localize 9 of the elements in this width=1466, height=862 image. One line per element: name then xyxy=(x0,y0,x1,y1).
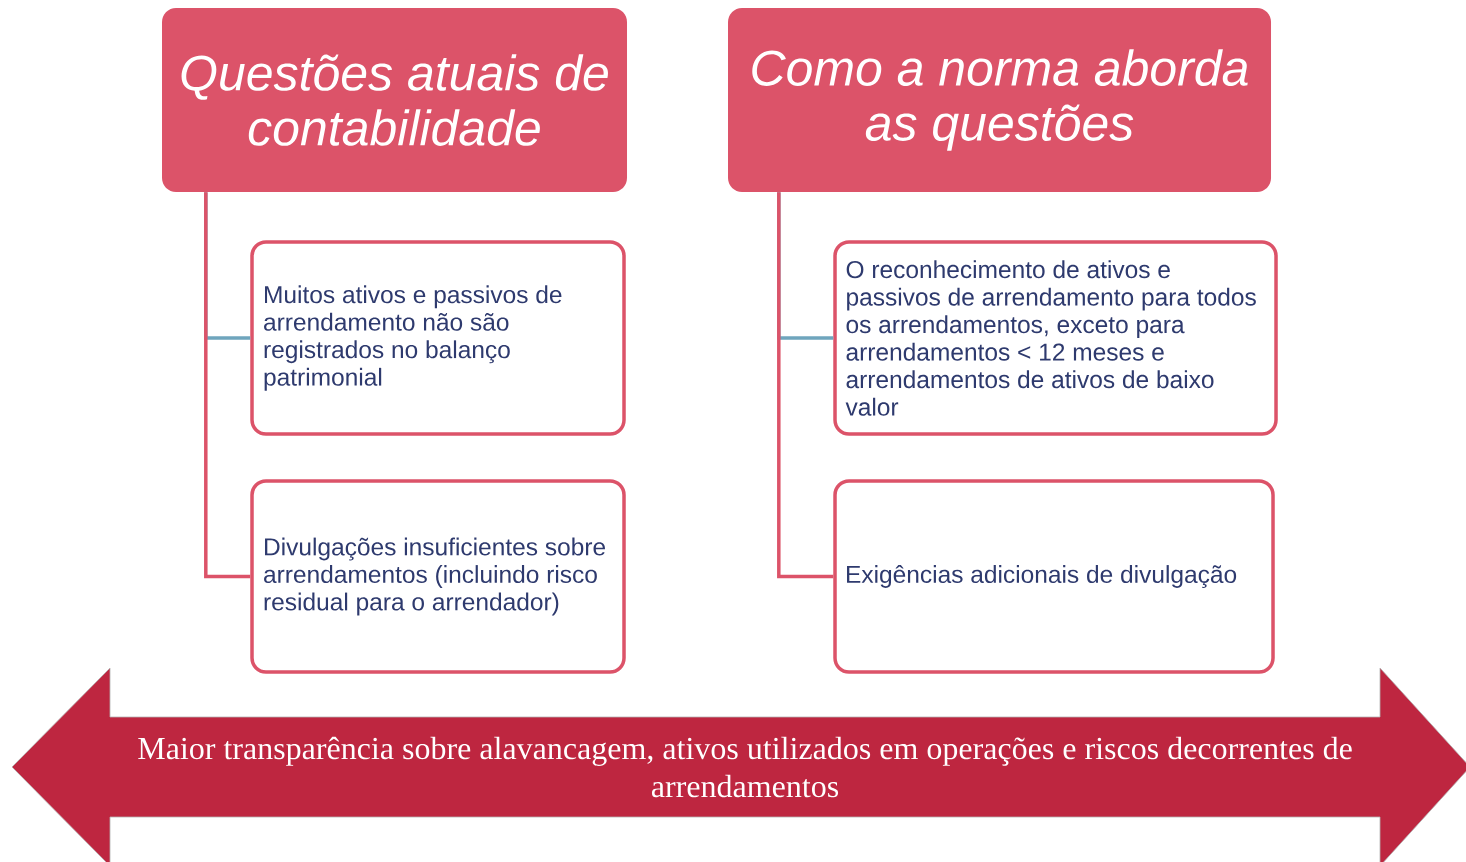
text-box: O reconhecimento de ativos e passivos de arrendamento para todos os arrendamentos, exceto para arrendamentos < 12 meses e arrendamentos de ativos de baixo valor xyxy=(833,240,1278,436)
text-box: Divulgações insuficientes sobre arrendamentos (incluindo risco residual para o arrendador) xyxy=(250,479,626,674)
header-box: Questões atuais de contabilidade xyxy=(162,8,627,192)
text-box: Exigências adicionais de divulgação xyxy=(833,479,1275,674)
text-box: Muitos ativos e passivos de arrendamento não são registrados no balanço patrimonial xyxy=(250,240,626,436)
header-box: Como a norma aborda as questões xyxy=(728,8,1271,192)
connector-line xyxy=(777,192,834,579)
double-arrow-band: Maior transparência sobre alavancagem, ativos utilizados em operações e riscos decorrentes de arrendamentos xyxy=(11,667,1466,862)
connector-line xyxy=(204,192,251,579)
